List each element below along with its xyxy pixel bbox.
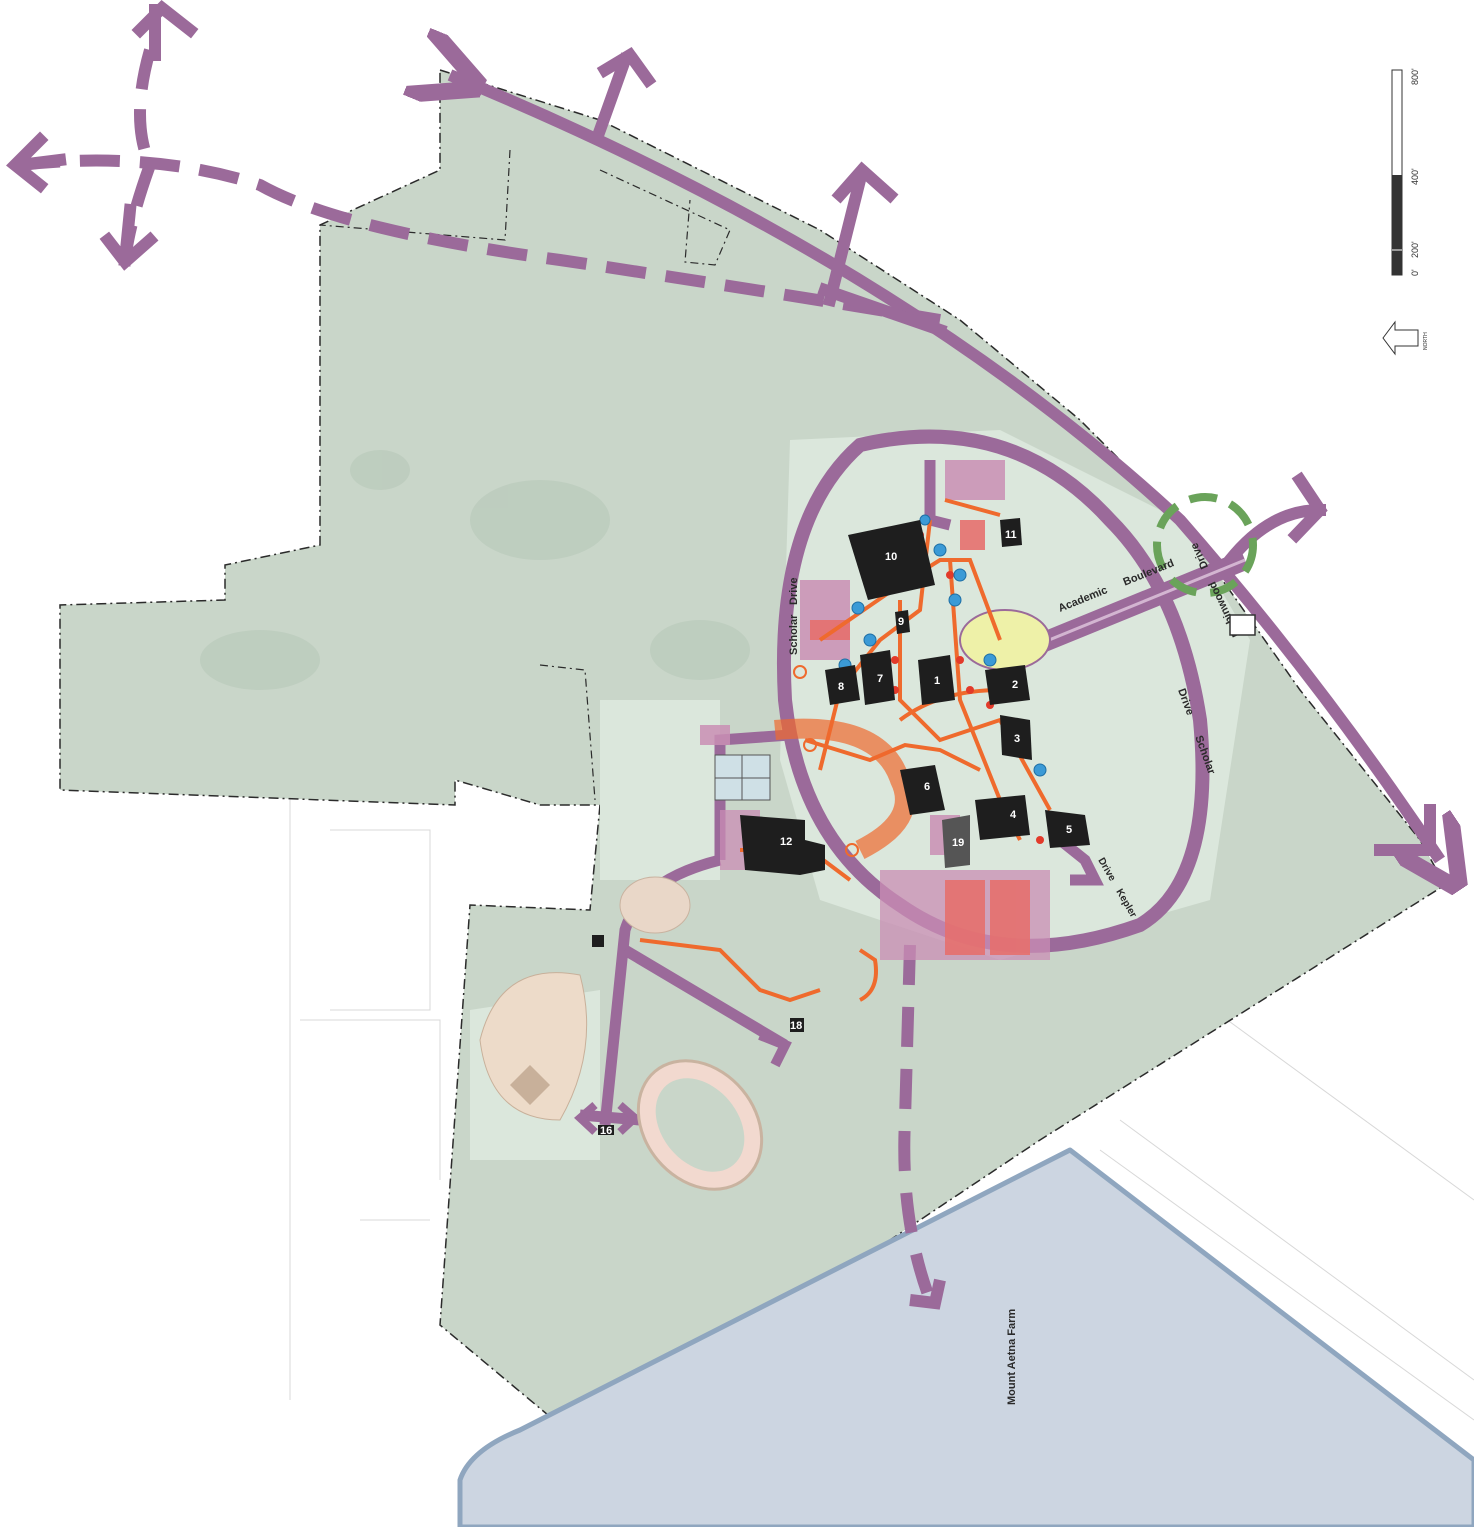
building-label-3: 3 [1014,733,1020,745]
future-connector-dashed [19,154,941,326]
scholar-drive-loop [776,429,1210,953]
context-linework [289,760,1474,1461]
north-arrow: NORTH [1382,320,1429,356]
scale-bar: 0' 200' 400' 800' [1391,68,1420,276]
scale-label-800: 800' [1410,68,1420,85]
building-label-4: 4 [1010,809,1017,821]
farm-parcel [457,1147,1474,1527]
transit-stops [838,514,1047,777]
building-label-2: 2 [1012,679,1018,691]
scale-label-200: 200' [1410,241,1420,258]
buildings [592,518,1090,1135]
gatehouse [1229,614,1256,636]
north-arrow-icon [1382,320,1419,356]
scale-label-0: 0' [1410,269,1420,276]
building-label-18: 18 [790,1020,802,1032]
building-19 [942,815,970,868]
building-label-12: 12 [780,836,792,848]
sports-access-arrows [574,1101,641,1135]
building-label-6: 6 [924,781,930,793]
road-label-scholar-drive-west: Scholar Drive [788,577,800,655]
building-label-19: 19 [952,837,964,849]
parking-lots-priority [810,520,1030,955]
building-label-11: 11 [1005,529,1017,541]
building-label-16: 16 [600,1125,612,1137]
building-label-9: 9 [898,616,904,628]
perimeter-road [450,75,1440,860]
south-access-arrow [758,1030,792,1068]
farm-label: Mount Aetna Farm [1006,1309,1018,1405]
road-label-word: Scholar [788,614,800,655]
building-label-5: 5 [1066,824,1072,836]
gateway-marker [1153,493,1257,597]
wide-pedestrian-path [774,718,915,859]
central-plaza [959,609,1051,671]
ring-markers [793,665,859,857]
future-south-connector-dashed [898,944,936,1303]
scale-label-400: 400' [1410,168,1420,185]
building-label-7: 7 [877,673,883,685]
building-label-1: 1 [934,675,940,687]
direction-arrows [6,0,1436,856]
road-label-word: Drive [788,577,800,605]
building-label-8: 8 [838,681,844,693]
campus-boundary [59,68,1447,1426]
tennis-courts [714,754,771,801]
north-label: NORTH [1423,332,1429,350]
south-arrowhead [909,1278,946,1310]
athletic-fields [479,876,764,1191]
building-label-10: 10 [885,551,897,563]
